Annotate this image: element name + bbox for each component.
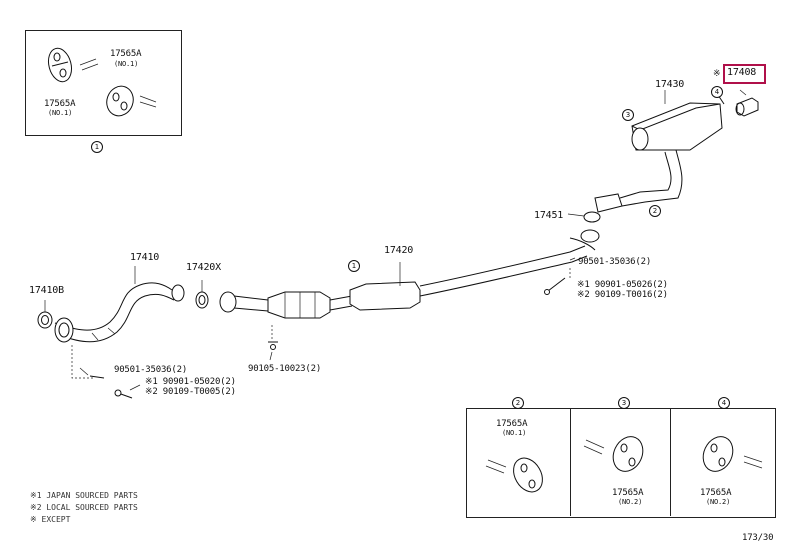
bolt-label-90501-lower[interactable]: 90501-35036(2) (114, 365, 188, 375)
legend-local-sourced: ※2 LOCAL SOURCED PARTS (30, 503, 138, 512)
part-sublabel-17565a-left: (NO.1) (48, 109, 73, 117)
part-sublabel-17565a-top: (NO.1) (114, 60, 139, 68)
hanger-group-2-drawing (485, 457, 543, 493)
callout-2-marker[interactable]: 2 (649, 205, 661, 217)
bolt-label-90105[interactable]: 90105-10023(2) (248, 364, 322, 374)
part-label-17565a-left[interactable]: 17565A (44, 99, 76, 109)
hanger-group-1-drawing (47, 47, 157, 117)
bolt-label-90501-upper[interactable]: 90501-35036(2) (578, 257, 652, 267)
callout-1-marker[interactable]: 1 (348, 260, 360, 272)
page-reference: 173/30 (742, 533, 774, 543)
bolt-label-90901-upper[interactable]: ※1 90901-05026(2) (577, 280, 668, 290)
center-pipe-drawing (219, 229, 600, 350)
highlight-box-17408 (723, 64, 766, 84)
legend-japan-sourced: ※1 JAPAN SOURCED PARTS (30, 491, 138, 500)
part-label-g3-17565a[interactable]: 17565A (612, 488, 644, 498)
part-sublabel-g3: (NO.2) (618, 498, 643, 506)
part-label-g2-17565a[interactable]: 17565A (496, 419, 528, 429)
part-sublabel-g4: (NO.2) (706, 498, 731, 506)
hanger-group-4-drawing (702, 436, 763, 472)
leader-lines (44, 90, 666, 391)
hanger-group-1-box (25, 30, 182, 136)
front-pipe-drawing (37, 282, 209, 399)
legend-except: ※ EXCEPT (30, 515, 71, 524)
bolt-label-90109-upper[interactable]: ※2 90109-T0016(2) (577, 290, 668, 300)
bolt-label-90109-lower[interactable]: ※2 90109-T0005(2) (145, 387, 236, 397)
group-1-marker[interactable]: 1 (91, 141, 103, 153)
callout-3-marker[interactable]: 3 (622, 109, 634, 121)
tail-pipe-drawing (583, 89, 759, 223)
group-3-marker[interactable]: 3 (618, 397, 630, 409)
part-label-17410[interactable]: 17410 (130, 252, 160, 263)
callout-4-marker[interactable]: 4 (711, 86, 723, 98)
hanger-group-3-drawing (583, 436, 644, 472)
group-2-marker[interactable]: 2 (512, 397, 524, 409)
part-label-17565a-top[interactable]: 17565A (110, 49, 142, 59)
part-label-17408[interactable]: 17408 (727, 67, 757, 78)
bolt-label-90901-lower[interactable]: ※1 90901-05020(2) (145, 377, 236, 387)
part-label-17420[interactable]: 17420 (384, 245, 414, 256)
group-divider-2 (670, 408, 671, 516)
part-label-g4-17565a[interactable]: 17565A (700, 488, 732, 498)
part-label-17451[interactable]: 17451 (534, 210, 564, 221)
group-divider-1 (570, 408, 571, 516)
part-label-17410b[interactable]: 17410B (29, 285, 64, 296)
part-label-17430[interactable]: 17430 (655, 79, 685, 90)
part-sublabel-g2: (NO.1) (502, 429, 527, 437)
part-17408-prefix: ※ (713, 69, 721, 79)
group-4-marker[interactable]: 4 (718, 397, 730, 409)
part-label-17420x[interactable]: 17420X (186, 262, 221, 273)
